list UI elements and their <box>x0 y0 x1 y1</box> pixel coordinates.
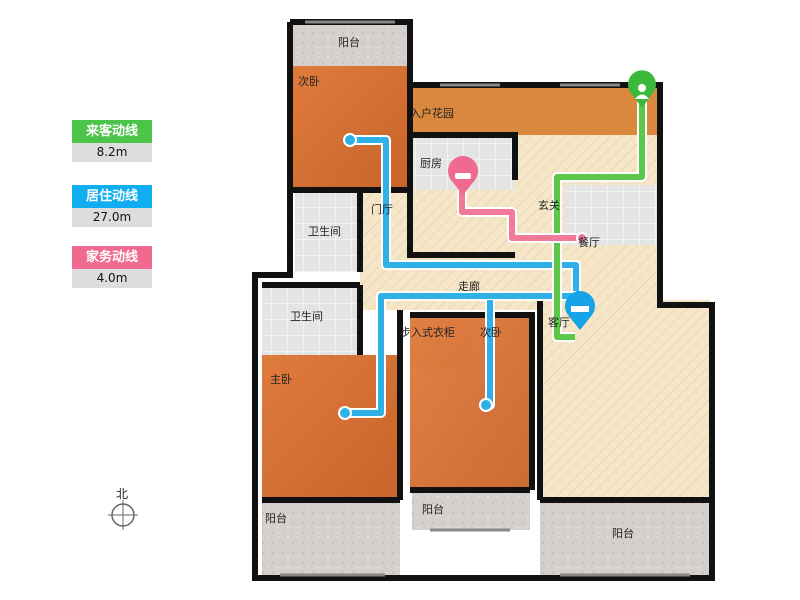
room-label: 玄关 <box>538 198 560 212</box>
bed-marker-icon <box>565 291 595 330</box>
living-route-1 <box>350 137 579 300</box>
room-label: 阳台 <box>612 526 634 540</box>
legend-value: 27.0m <box>72 208 152 227</box>
room-label: 餐厅 <box>578 235 600 249</box>
room-label: 阳台 <box>265 511 287 525</box>
legend-label: 居住动线 <box>72 185 152 208</box>
room-label: 主卧 <box>270 373 292 386</box>
route-start-point <box>343 133 357 147</box>
room-label: 卫生间 <box>308 224 341 238</box>
kitchen-marker-icon <box>448 156 479 195</box>
room-label: 阳台 <box>338 35 360 49</box>
legend-living-route: 居住动线 27.0m <box>72 185 152 227</box>
windows <box>280 20 690 577</box>
legend-value: 4.0m <box>72 269 152 288</box>
chore-route <box>459 190 582 241</box>
room-label: 次卧 <box>298 74 320 88</box>
legend-value: 8.2m <box>72 143 152 162</box>
room-label: 阳台 <box>422 502 444 516</box>
room-label: 走廊 <box>458 279 480 293</box>
room-label: 卫生间 <box>290 309 323 323</box>
route-start-point <box>479 398 493 412</box>
room-label: 入户花园 <box>410 106 454 120</box>
person-marker-icon <box>628 70 656 108</box>
route-start-point <box>338 406 352 420</box>
room-label: 门厅 <box>371 202 393 216</box>
route-end-point <box>576 232 588 244</box>
room-label: 厨房 <box>420 157 442 170</box>
legend-label: 来客动线 <box>72 120 152 143</box>
compass-label: 北 <box>116 487 128 501</box>
room-label: 客厅 <box>548 315 570 329</box>
guest-route <box>554 100 645 340</box>
room-label: 步入式衣柜 <box>400 325 455 339</box>
floors <box>262 22 710 575</box>
legend-chore-route: 家务动线 4.0m <box>72 246 152 288</box>
room-label: 次卧 <box>480 325 502 339</box>
legend-guest-route: 来客动线 8.2m <box>72 120 152 162</box>
compass-icon <box>108 500 138 530</box>
legend-label: 家务动线 <box>72 246 152 269</box>
routes <box>338 100 647 420</box>
